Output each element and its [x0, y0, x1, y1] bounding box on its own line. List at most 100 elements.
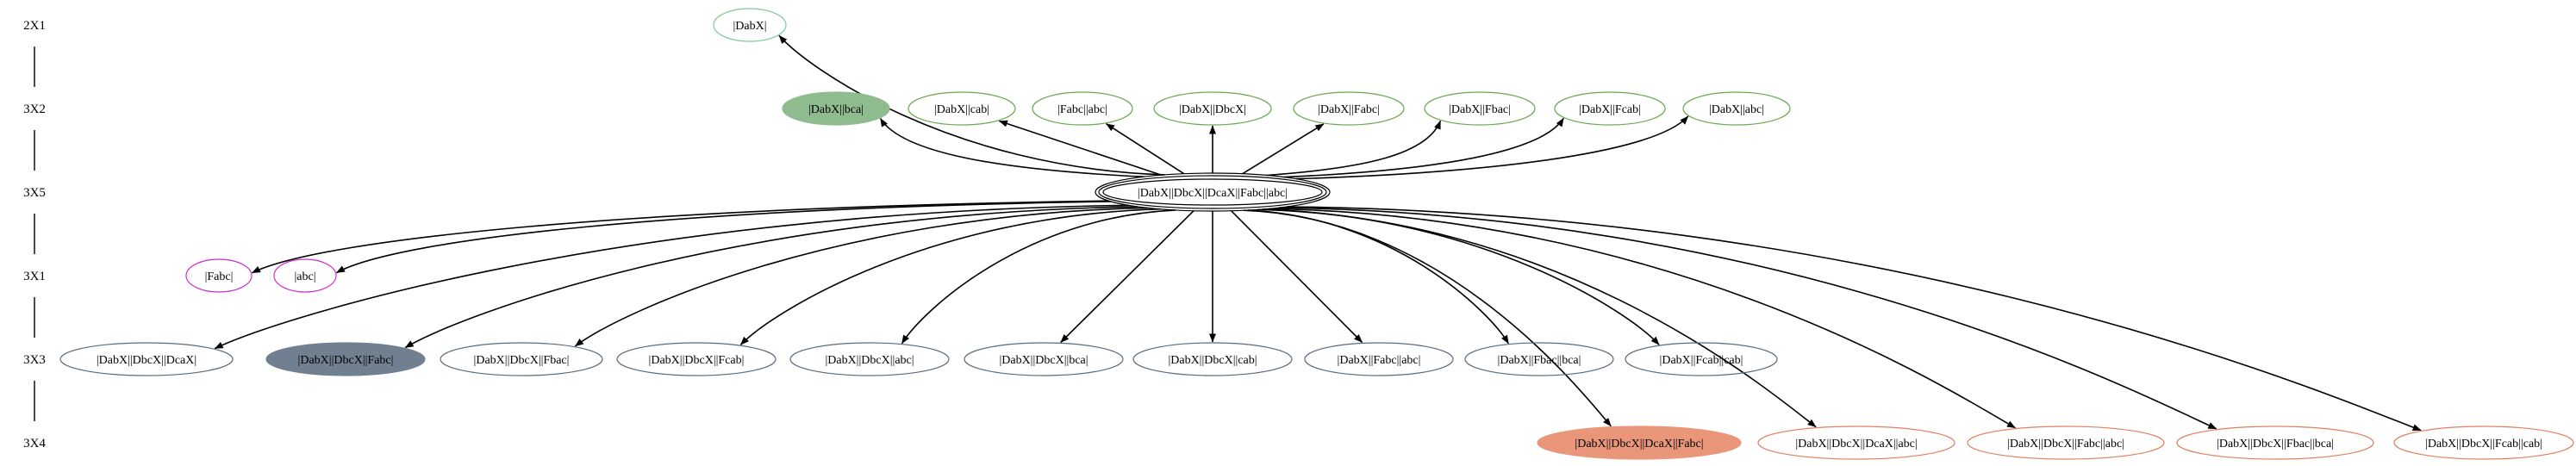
nodes: |DabX||DabX||bca||DabX||cab||Fabc||abc||… [59, 8, 2574, 460]
edge-center-to-n31 [214, 204, 1129, 350]
edge-center-to-n41 [1244, 209, 1612, 427]
node-shape [1537, 426, 1742, 460]
node-label: |DabX| [733, 20, 766, 33]
edge-center-to-dabxfcab [1283, 117, 1564, 178]
node-label: |DabX||Fcab||cab| [1660, 354, 1743, 367]
rank-label-3x2: 3X2 [23, 103, 46, 116]
node-shape-inner [1102, 178, 1323, 206]
node-label: |Fabc||abc| [1057, 103, 1107, 116]
node-shape [789, 342, 950, 376]
graph-node: |DabX||DbcX||Fcab||cab| [2393, 426, 2574, 460]
rank-label-3x1: 3X1 [23, 270, 46, 283]
graph-node: |DabX||DbcX||abc| [789, 342, 950, 376]
edge-center-to-dabxfbac [1266, 120, 1442, 177]
graph-node: |DabX||Fabc||abc| [1304, 342, 1454, 376]
graph-node: |DabX||DbcX||DcaX||abc| [1757, 426, 1955, 460]
graph-node: |DabX||Fbac| [1424, 91, 1536, 126]
graph-node: |abc| [273, 258, 337, 293]
edge-center-to-dabxcab [998, 120, 1162, 176]
graph-node: |DabX||DbcX||Fabc| [265, 342, 426, 376]
edge-center-to-dabx [778, 34, 1165, 176]
graph-node: |DabX||bca| [782, 91, 890, 126]
node-shape [273, 258, 337, 293]
node-label: |DabX||cab| [934, 103, 989, 116]
node-label: |DabX||abc| [1709, 103, 1764, 116]
node-label: |DabX||DbcX||Fcab| [649, 354, 745, 367]
node-label: |DabX||bca| [808, 103, 864, 116]
edge-center-to-dabxbca [879, 118, 1144, 177]
graph-node: |DabX||Fbac||bca| [1464, 342, 1614, 376]
node-shape [1132, 342, 1293, 376]
node-shape [1098, 175, 1327, 209]
edge-center-to-n39 [1247, 209, 1510, 345]
graph-node: |DabX| [713, 8, 787, 42]
node-shape [1153, 91, 1272, 126]
rank-label-3x4: 3X4 [23, 437, 46, 450]
graph-node: |DabX||DbcX||Fcab| [616, 342, 777, 376]
node-label: |DabX||Fcab| [1579, 103, 1641, 116]
edge-center-to-n38 [1231, 210, 1363, 344]
node-label: |DabX||DbcX| [1179, 103, 1246, 116]
node-label: |DabX||Fbac| [1449, 103, 1511, 116]
edge-center-to-abc [336, 201, 1111, 274]
graph-node: |DabX||DbcX||bca| [964, 342, 1124, 376]
rank-label-3x3: 3X3 [23, 353, 46, 367]
node-shape [1682, 91, 1791, 126]
node-label: |DabX||DbcX||Fbac||bca| [2217, 438, 2334, 450]
graph-node: |DabX||DbcX||cab| [1132, 342, 1293, 376]
node-label: |DabX||DbcX||DcaX||abc| [1795, 438, 1917, 450]
node-shape [1554, 91, 1666, 126]
graph-node: |DabX||DbcX||Fbac| [440, 342, 603, 376]
edge-center-to-n43 [1269, 208, 2016, 429]
graph-node: |DabX||Fcab||cab| [1625, 342, 1778, 376]
node-label: |DabX||DbcX||DcaX| [97, 354, 196, 367]
node-label: |DabX||Fabc| [1318, 103, 1380, 116]
node-shape [185, 258, 253, 293]
node-shape-outer [1095, 172, 1331, 212]
node-shape [2393, 426, 2574, 460]
graph-node: |DabX||DbcX||DcaX||Fabc| [1537, 426, 1742, 460]
edge-center-to-n34 [739, 208, 1161, 345]
node-shape [2176, 426, 2374, 460]
node-label: |DabX||DbcX||abc| [825, 354, 914, 367]
node-shape [1032, 91, 1133, 126]
edge-center-to-n44 [1278, 207, 2217, 430]
node-label: |abc| [294, 270, 315, 283]
edge-center-to-n32 [404, 206, 1138, 349]
edge-center-to-n33 [574, 207, 1148, 347]
node-shape [1424, 91, 1536, 126]
graph-node: |DabX||Fcab| [1554, 91, 1666, 126]
node-shape [782, 91, 890, 126]
node-shape [1967, 426, 2165, 460]
graph-node: |DabX||DbcX||Fbac||bca| [2176, 426, 2374, 460]
node-label: |DabX||DbcX||cab| [1168, 354, 1257, 367]
node-shape [964, 342, 1124, 376]
edge-center-to-fabcabc [1106, 123, 1185, 175]
graph-node: |DabX||DbcX||Fabc||abc| [1967, 426, 2165, 460]
edge-center-to-n45 [1287, 206, 2422, 432]
node-label: |DabX||DbcX||Fabc| [298, 354, 394, 367]
graph-node: |DabX||cab| [908, 91, 1016, 126]
rank-axis: 2X1 3X2 3X5 3X1 3X3 3X4 [23, 19, 46, 450]
graph-node: |DabX||DbcX||DcaX||Fabc||abc| [1095, 172, 1331, 212]
node-label: |DabX||DbcX||DcaX||Fabc||abc| [1138, 187, 1288, 200]
edge-center-to-n310 [1263, 208, 1660, 345]
graph-node: |DabX||Fabc| [1293, 91, 1405, 126]
graph-node: |Fabc| [185, 258, 253, 293]
node-label: |DabX||Fabc||abc| [1338, 354, 1421, 367]
node-shape [1464, 342, 1614, 376]
node-label: |DabX||DbcX||Fcab||cab| [2425, 438, 2542, 450]
edge-center-to-dabxfabc [1242, 123, 1325, 175]
graph-node: |DabX||DbcX||DcaX| [59, 342, 234, 376]
node-shape [1304, 342, 1454, 376]
node-label: |DabX||DbcX||Fbac| [474, 354, 570, 367]
rank-label-2x1: 2X1 [23, 19, 46, 33]
node-shape [1625, 342, 1778, 376]
rank-label-3x5: 3X5 [23, 186, 46, 200]
node-shape [908, 91, 1016, 126]
node-shape [440, 342, 603, 376]
graph-node: |Fabc||abc| [1032, 91, 1133, 126]
node-shape [265, 342, 426, 376]
edge-center-to-n36 [1060, 210, 1194, 344]
